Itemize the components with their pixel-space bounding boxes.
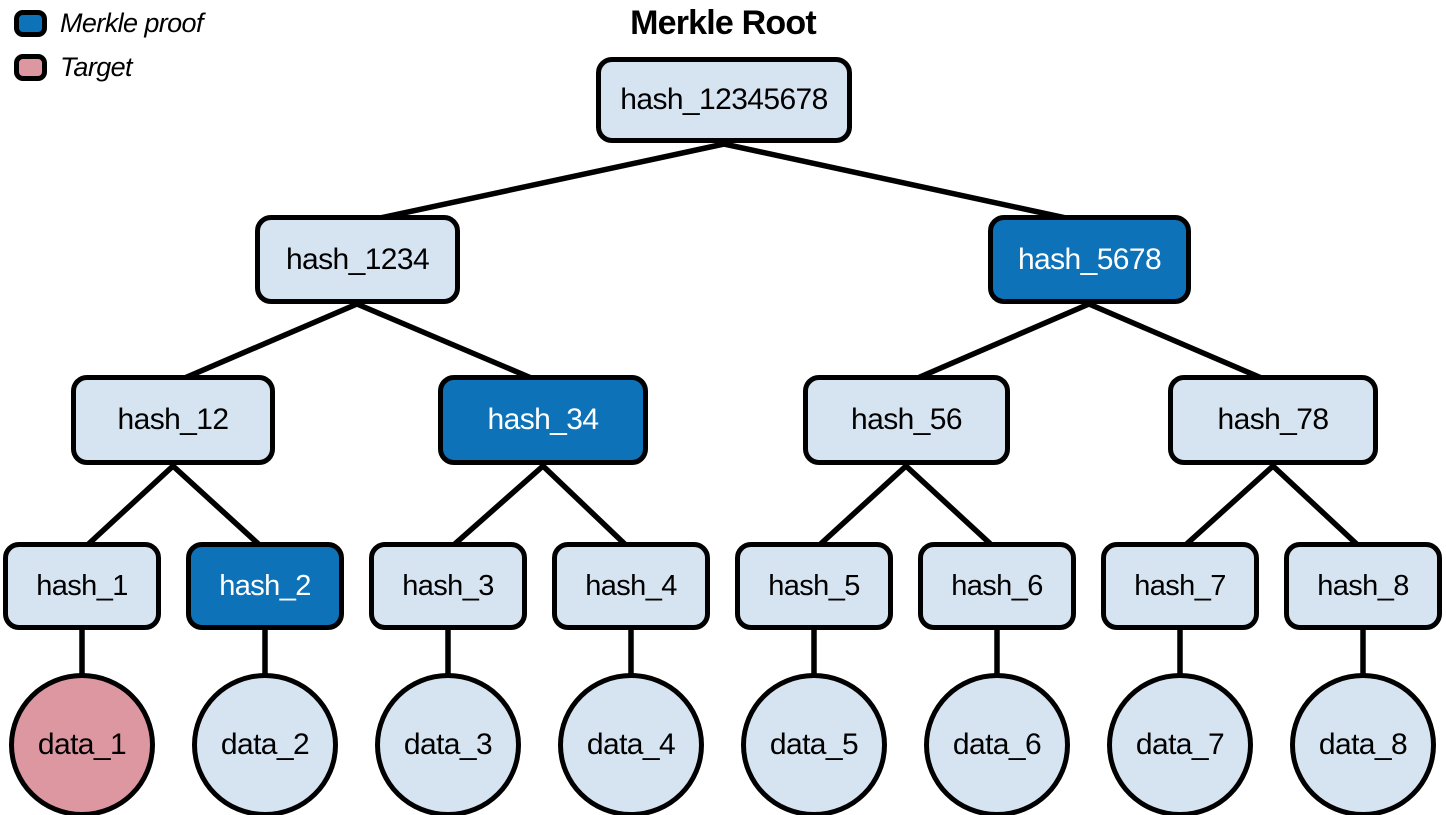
- node-label: hash_7: [1134, 569, 1226, 602]
- leaf-data_1: data_1: [9, 673, 155, 815]
- leaf-data_8: data_8: [1290, 673, 1436, 815]
- edge-hash_78-hash_8: [1270, 463, 1366, 553]
- node-hash_1234: hash_1234: [255, 215, 460, 304]
- edge-hash_1234-hash_34: [354, 301, 546, 386]
- node-label: data_2: [220, 728, 310, 761]
- edge-hash_5678-hash_56: [903, 301, 1092, 386]
- node-label: data_6: [952, 728, 1042, 761]
- node-hash_3: hash_3: [369, 542, 527, 630]
- leaf-data_3: data_3: [375, 673, 521, 815]
- node-hash_12345678: hash_12345678: [596, 57, 852, 143]
- edge-hash_5678-hash_78: [1086, 301, 1276, 386]
- node-label: data_4: [586, 728, 676, 761]
- edge-hash_12-hash_1: [79, 463, 176, 553]
- legend-label: Target: [60, 52, 133, 82]
- node-label: hash_3: [402, 569, 494, 602]
- node-hash_78: hash_78: [1168, 375, 1378, 465]
- target-swatch-icon: [14, 54, 47, 81]
- leaf-data_6: data_6: [924, 673, 1070, 815]
- node-label: hash_1: [36, 569, 128, 602]
- node-label: hash_8: [1317, 569, 1409, 602]
- edge-hash_34-hash_4: [540, 463, 634, 553]
- leaf-data_2: data_2: [192, 673, 338, 815]
- node-label: data_5: [769, 728, 859, 761]
- edge-hash_78-hash_7: [1177, 463, 1276, 553]
- node-hash_34: hash_34: [438, 375, 648, 465]
- node-label: hash_1234: [285, 242, 430, 276]
- edge-hash_56-hash_6: [903, 463, 1000, 553]
- edge-hash_12-hash_2: [170, 463, 268, 553]
- node-label: hash_6: [951, 569, 1043, 602]
- diagram-title: Merkle Root: [630, 4, 817, 42]
- node-label: hash_34: [487, 403, 600, 436]
- node-hash_12: hash_12: [71, 375, 275, 465]
- merkle-proof-swatch-icon: [14, 10, 47, 37]
- node-hash_5678: hash_5678: [988, 215, 1191, 304]
- node-hash_56: hash_56: [803, 375, 1010, 465]
- leaf-data_4: data_4: [558, 673, 704, 815]
- node-label: hash_4: [585, 569, 677, 602]
- edge-hash_1234-hash_12: [170, 301, 360, 386]
- node-label: hash_2: [219, 569, 311, 602]
- node-label: hash_12: [117, 403, 230, 436]
- node-hash_1: hash_1: [3, 542, 161, 630]
- node-label: hash_56: [851, 403, 963, 436]
- node-label: data_8: [1318, 728, 1408, 761]
- edge-hash_34-hash_3: [445, 463, 546, 553]
- node-hash_2: hash_2: [186, 542, 344, 630]
- node-label: data_1: [37, 728, 127, 761]
- node-label: data_3: [403, 728, 493, 761]
- edge-root-hash_1234: [354, 141, 727, 226]
- node-hash_7: hash_7: [1101, 542, 1259, 630]
- node-hash_6: hash_6: [918, 542, 1076, 630]
- leaf-data_7: data_7: [1107, 673, 1253, 815]
- node-label: hash_5: [768, 569, 860, 602]
- node-hash_5: hash_5: [735, 542, 893, 630]
- legend: Merkle proof Target: [14, 8, 203, 83]
- edge-root-hash_5678: [721, 141, 1092, 226]
- node-label: hash_78: [1217, 403, 1330, 436]
- node-label: data_7: [1135, 728, 1225, 761]
- node-label: hash_5678: [1017, 242, 1162, 276]
- node-hash_4: hash_4: [552, 542, 710, 630]
- leaf-data_5: data_5: [741, 673, 887, 815]
- node-label: hash_12345678: [620, 83, 828, 116]
- edge-hash_56-hash_5: [811, 463, 909, 553]
- node-hash_8: hash_8: [1284, 542, 1442, 630]
- legend-item-merkle-proof: Merkle proof: [14, 8, 203, 39]
- legend-item-target: Target: [14, 52, 203, 83]
- legend-label: Merkle proof: [60, 8, 203, 38]
